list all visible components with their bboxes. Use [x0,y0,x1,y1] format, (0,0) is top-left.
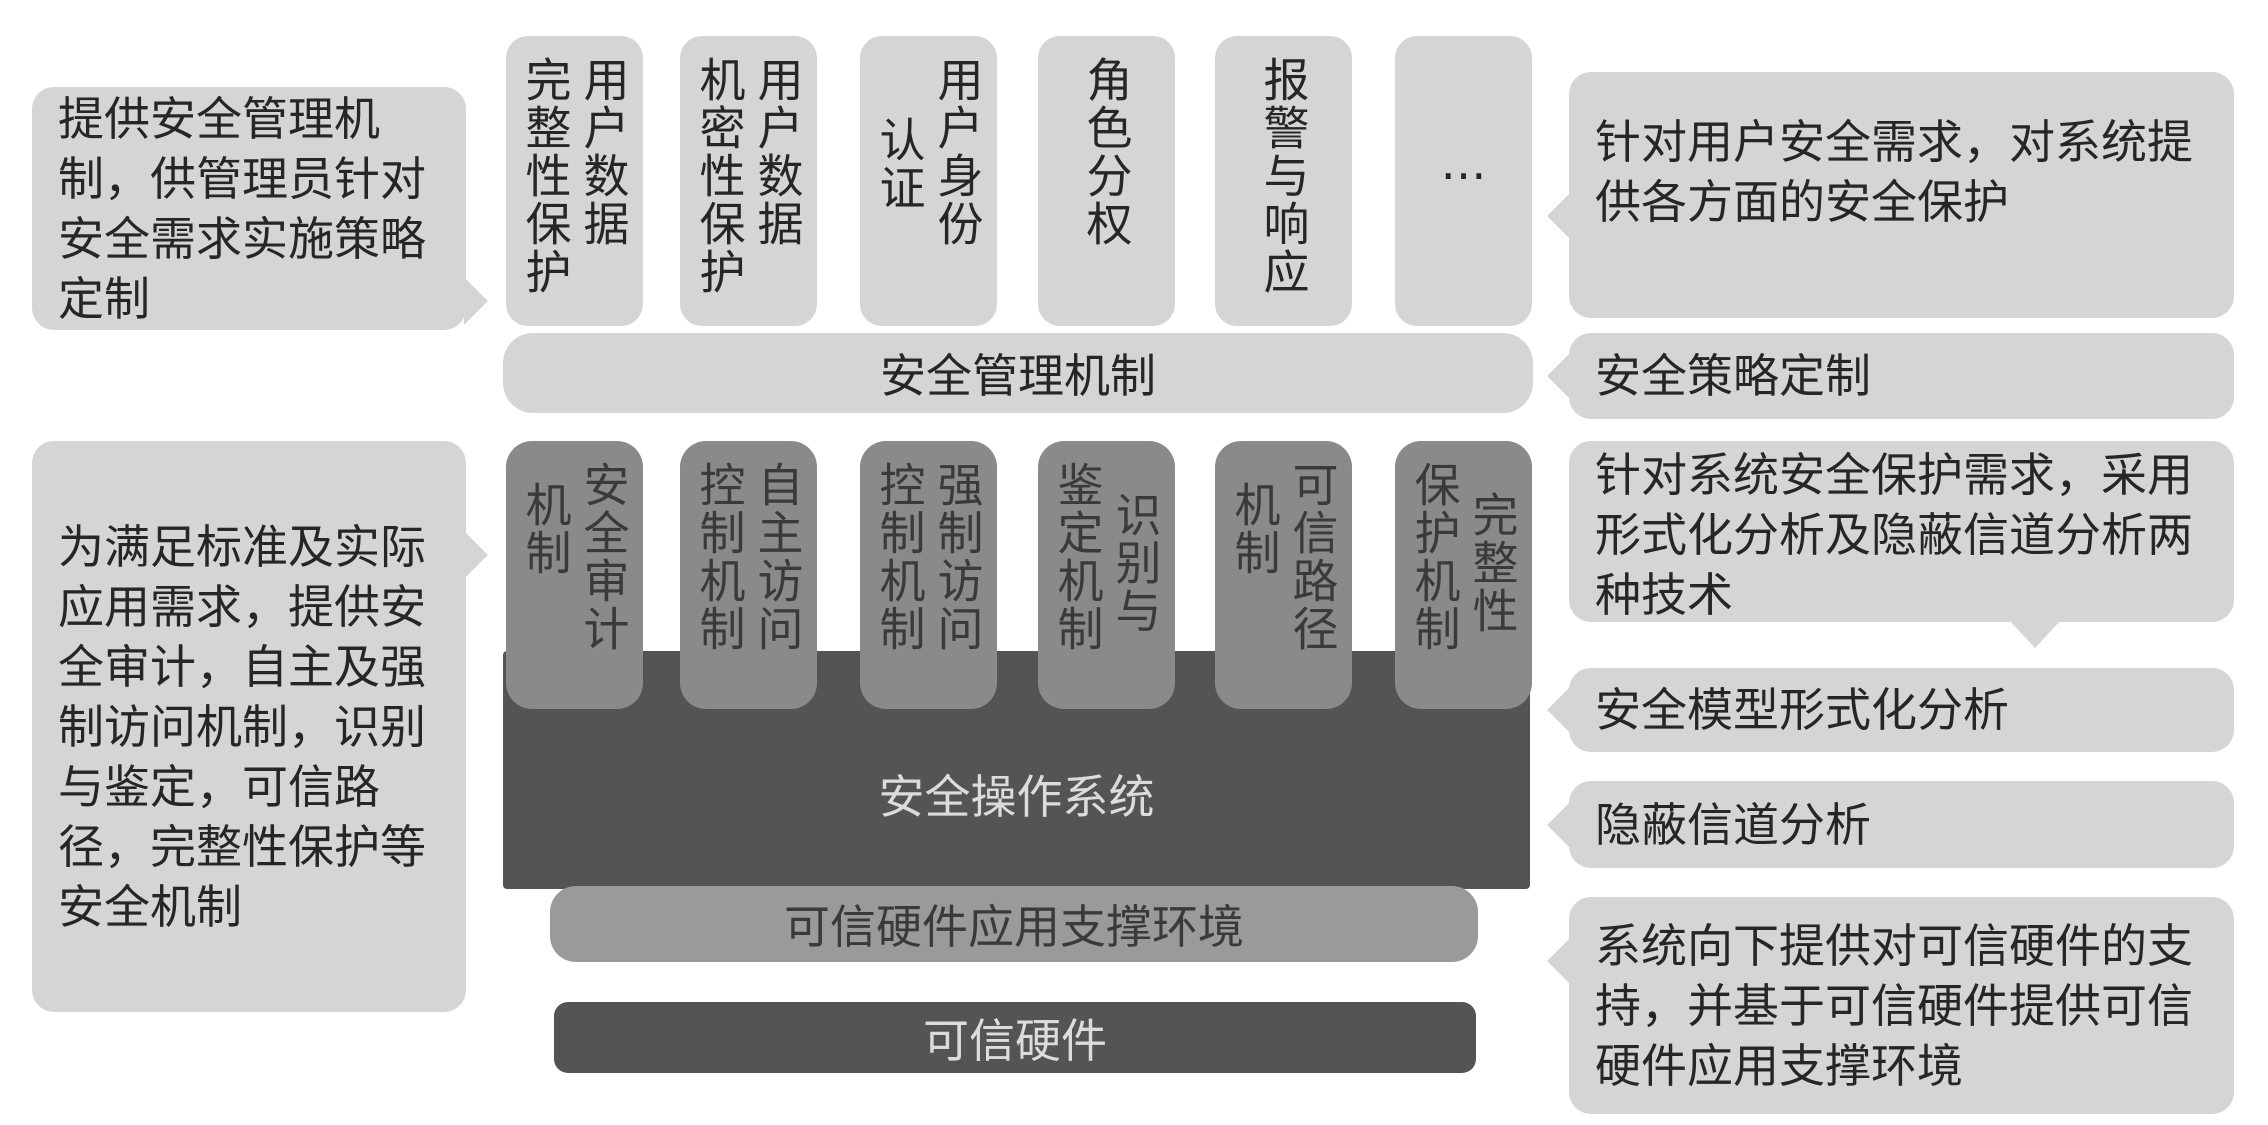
callout-pointer [1547,686,1571,734]
right-callout-hardware-support: 系统向下提供对可信硬件的支持，并基于可信硬件提供可信硬件应用支撑环境 [1547,897,2234,1114]
mechanism-line: 完整性 [1465,491,1520,635]
mechanism-line: 报警与响应 [1256,56,1311,296]
mechanism-line: 可信路径 [1285,461,1340,653]
callout-pointer [1547,352,1571,400]
mechanism-line: 机制 [518,481,573,577]
left-callout-management: 提供安全管理机制，供管理员针对安全需求实施策略定制 [32,87,488,330]
os-mechanism-dac: 自主访问 控制机制 [680,441,817,709]
mechanism-more: … [1395,36,1532,326]
mechanism-line: 强制访问 [930,461,985,653]
left-callout-mechanisms: 为满足标准及实际应用需求，提供安全审计，自主及强制访问机制，识别与鉴定，可信路径… [32,441,488,1012]
trusted-hardware-support-env: 可信硬件应用支撑环境 [550,886,1478,962]
mechanism-line: 鉴定机制 [1050,461,1105,653]
right-callout-text: 针对系统安全保护需求，采用形式化分析及隐蔽信道分析两种技术 [1595,448,2193,622]
right-callout-text: 安全模型形式化分析 [1595,683,2009,737]
mechanism-line: 用户数据 [576,56,631,248]
mechanism-line: 角色分权 [1079,56,1134,248]
right-callout-policy: 安全策略定制 [1547,333,2234,419]
right-callout-formal-analysis: 安全模型形式化分析 [1547,668,2234,752]
right-callout-text: 隐蔽信道分析 [1595,797,1871,852]
mechanism-user-data-integrity: 用户数据 完整性保护 [506,36,643,326]
trusted-hardware-label: 可信硬件 [923,1013,1107,1068]
mechanism-line: … [1440,136,1487,190]
left-callout-mechanisms-text: 为满足标准及实际应用需求，提供安全审计，自主及强制访问机制，识别与鉴定，可信路径… [58,519,426,934]
mechanism-line: 安全审计 [576,461,631,653]
security-management-label: 安全管理机制 [880,349,1156,403]
os-mechanism-audit: 安全审计 机制 [506,441,643,709]
mechanism-user-data-confidentiality: 用户数据 机密性保护 [680,36,817,326]
mechanism-line: 认证 [872,116,927,212]
secure-os-base: 安全操作系统 [503,651,1530,889]
mechanism-line: 识别与 [1108,491,1163,635]
mechanism-line: 控制机制 [872,461,927,653]
mechanism-line: 控制机制 [692,461,747,653]
mechanism-role-separation: 角色分权 [1038,36,1175,326]
os-mechanism-identification: 识别与 鉴定机制 [1038,441,1175,709]
security-management-bar: 安全管理机制 [503,333,1533,413]
os-mechanism-integrity: 完整性 保护机制 [1395,441,1532,709]
callout-pointer [1547,192,1571,240]
mechanism-line: 保护机制 [1407,461,1462,653]
callout-pointer [464,277,488,325]
mechanism-user-authentication: 用户身份 认证 [860,36,997,326]
right-callout-text: 针对用户安全需求，对系统提供各方面的安全保护 [1595,115,2193,229]
secure-os-label: 安全操作系统 [878,770,1155,824]
right-callout-text: 系统向下提供对可信硬件的支持，并基于可信硬件提供可信硬件应用支撑环境 [1595,918,2193,1093]
os-mechanism-mac: 强制访问 控制机制 [860,441,997,709]
callout-pointer [1547,801,1571,849]
right-callout-analysis: 针对系统安全保护需求，采用形式化分析及隐蔽信道分析两种技术 [1569,441,2234,648]
mechanism-line: 用户数据 [750,56,805,248]
right-callout-covert-channel: 隐蔽信道分析 [1547,781,2234,868]
mechanism-line: 自主访问 [750,461,805,653]
mechanism-line: 完整性保护 [518,56,573,296]
right-callout-user-protection: 针对用户安全需求，对系统提供各方面的安全保护 [1547,72,2234,318]
mechanism-line: 机制 [1227,481,1282,577]
mechanism-line: 机密性保护 [692,56,747,296]
callout-pointer [1547,937,1571,985]
callout-pointer [2009,620,2061,648]
callout-pointer [464,531,488,579]
mechanism-line: 用户身份 [930,56,985,248]
right-callout-text: 安全策略定制 [1595,349,1871,403]
mechanism-alarm-response: 报警与响应 [1215,36,1352,326]
left-callout-management-text: 提供安全管理机制，供管理员针对安全需求实施策略定制 [58,91,426,326]
os-mechanism-trusted-path: 可信路径 机制 [1215,441,1352,709]
support-env-label: 可信硬件应用支撑环境 [784,900,1244,954]
trusted-hardware: 可信硬件 [554,1002,1476,1073]
